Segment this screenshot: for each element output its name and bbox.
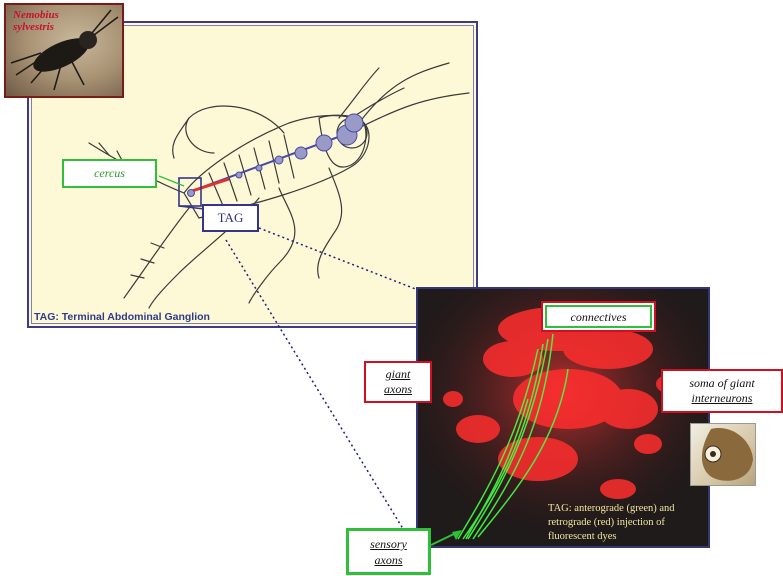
sensory-axons-label: sensory axons xyxy=(346,528,431,575)
soma-line: interneurons xyxy=(691,391,753,405)
connectives-label: connectives xyxy=(541,301,656,332)
sensory-line: axons xyxy=(374,553,403,567)
tag-caption: TAG: Terminal Abdominal Ganglion xyxy=(34,311,210,323)
cricket-photo: Nemobius sylvestris xyxy=(4,3,124,98)
dye-injection-caption: TAG: anterograde (green) and retrograde … xyxy=(548,502,713,544)
dye-caption-line: retrograde (red) injection of xyxy=(548,517,665,528)
soma-giant-interneurons-label: soma of giant interneurons xyxy=(661,369,783,413)
giant-axons-label: giant axons xyxy=(364,361,432,403)
species-genus: Nemobius xyxy=(13,9,59,21)
soma-line: soma of giant xyxy=(689,376,755,390)
dye-caption-line: TAG: anterograde (green) and xyxy=(548,503,675,514)
connectives-text: connectives xyxy=(545,305,652,328)
cercus-label: cercus xyxy=(62,159,157,188)
sensory-line: sensory xyxy=(370,537,407,551)
tag-label: TAG xyxy=(202,204,259,232)
cricket-head-photo xyxy=(690,423,756,486)
dye-caption-line: fluorescent dyes xyxy=(548,531,617,542)
giant-axons-line: axons xyxy=(384,382,412,396)
cricket-head-image xyxy=(701,428,753,481)
species-epithet: sylvestris xyxy=(13,21,54,33)
cricket-line-drawing xyxy=(88,62,470,309)
giant-axons-line: giant xyxy=(385,367,411,381)
species-name: Nemobius sylvestris xyxy=(13,9,59,33)
cricket-photo-image xyxy=(10,9,119,91)
